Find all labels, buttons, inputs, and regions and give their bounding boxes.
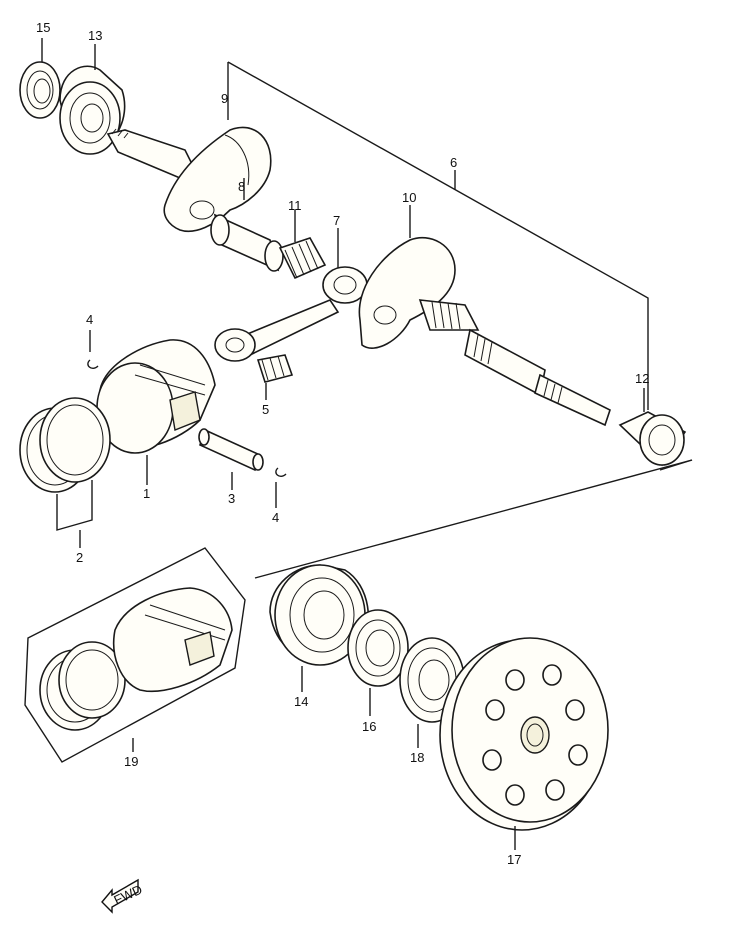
part-19-piston-kit-box[interactable] — [24, 547, 246, 763]
label-part-5: 5 — [262, 402, 269, 417]
fwd-arrow-icon: FWD — [101, 878, 145, 914]
label-part-7: 7 — [333, 213, 340, 228]
label-part-2: 2 — [76, 550, 83, 565]
part-4-circlip-a[interactable] — [87, 330, 99, 369]
part-16-oil-seal[interactable] — [347, 609, 409, 716]
label-part-16: 16 — [362, 719, 376, 734]
fwd-label: FWD — [111, 882, 144, 908]
part-7-connecting-rod[interactable] — [214, 266, 368, 362]
part-12-bushing[interactable] — [618, 411, 687, 467]
label-part-18: 18 — [410, 750, 424, 765]
label-part-15: 15 — [36, 20, 50, 35]
label-part-6: 6 — [450, 155, 457, 170]
label-part-14: 14 — [294, 694, 308, 709]
label-part-4b: 4 — [272, 510, 279, 525]
part-9-crank-half-left[interactable] — [106, 126, 272, 232]
label-part-8: 8 — [238, 179, 245, 194]
label-part-10: 10 — [402, 190, 416, 205]
label-part-17: 17 — [507, 852, 521, 867]
label-part-12: 12 — [635, 371, 649, 386]
part-11-needle-bearing[interactable] — [278, 237, 327, 280]
part-8-crank-pin[interactable] — [210, 213, 284, 272]
part-13-bearing[interactable] — [59, 65, 126, 155]
label-part-13: 13 — [88, 28, 102, 43]
part-10-crank-half-right[interactable] — [358, 236, 611, 427]
label-part-11: 11 — [288, 198, 302, 213]
label-part-19: 19 — [124, 754, 138, 769]
label-part-9: 9 — [221, 91, 228, 106]
part-6-assembly-bracket — [227, 61, 693, 579]
part-5-small-bearing[interactable] — [256, 354, 294, 383]
part-3-piston-pin[interactable] — [198, 428, 264, 490]
label-part-4a: 4 — [86, 312, 93, 327]
leader-lines — [41, 38, 645, 412]
label-part-1: 1 — [143, 486, 150, 501]
part-2-piston-rings[interactable] — [19, 397, 111, 548]
part-4-circlip-b[interactable] — [275, 467, 287, 508]
part-15-oil-seal[interactable] — [19, 61, 61, 119]
label-part-3: 3 — [228, 491, 235, 506]
part-17-sprocket[interactable] — [439, 637, 609, 850]
part-1-piston[interactable] — [96, 339, 216, 485]
